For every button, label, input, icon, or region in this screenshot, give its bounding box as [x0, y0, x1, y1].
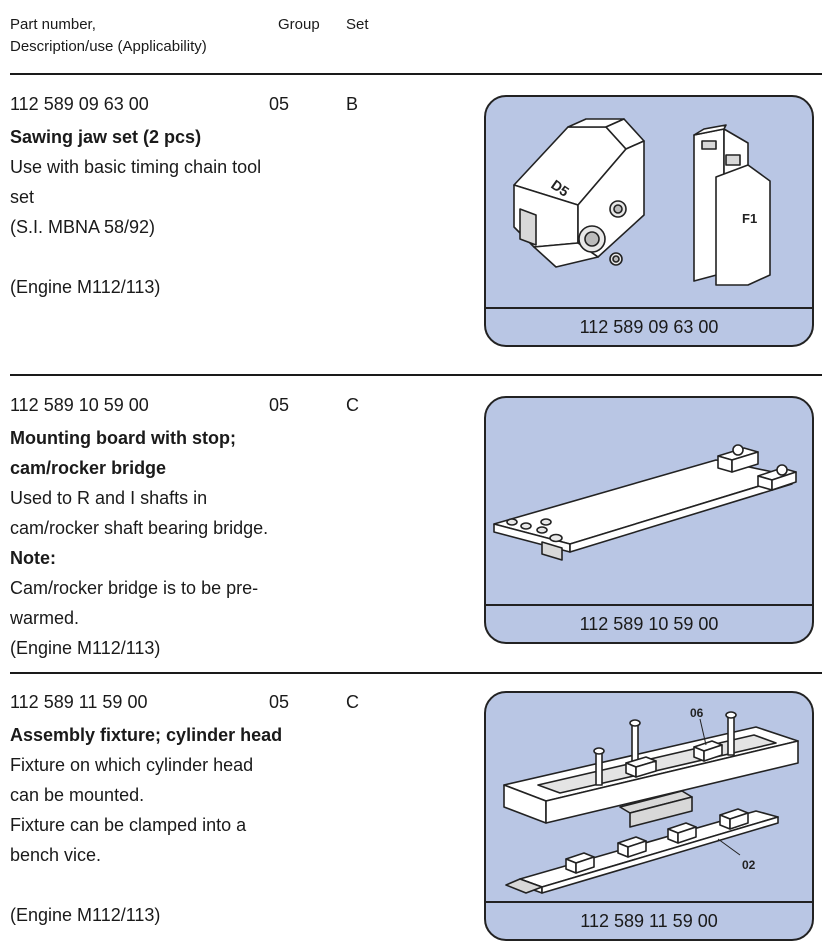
description: Mounting board with stop; cam/rocker bri… [10, 423, 340, 663]
tool-title: Assembly fixture; cylinder head [10, 725, 283, 745]
tool-title: Sawing jaw set (2 pcs) [10, 127, 202, 147]
tool-entry: 112 589 11 59 00 05 C Assembly fixture; … [10, 690, 822, 940]
header-group: Group [278, 16, 320, 33]
applicability: (Engine M112/113) [10, 277, 161, 297]
group-code: 05 [269, 94, 290, 114]
header-set: Set [346, 16, 369, 33]
divider [10, 672, 822, 674]
tool-entry: 112 589 10 59 00 05 C Mounting board wit… [10, 393, 822, 663]
set-code: C [346, 692, 359, 712]
header-desc-line1: Part number, [10, 16, 96, 33]
figure-caption: 112 589 11 59 00 [486, 901, 812, 939]
set-code: C [346, 395, 359, 415]
set-code: B [346, 94, 359, 114]
description: Sawing jaw set (2 pcs) Use with basic ti… [10, 122, 340, 302]
figure-caption: 112 589 09 63 00 [486, 307, 812, 345]
description-line: set [10, 187, 35, 207]
sawing-jaw-illustration: D5 F1 [513, 118, 771, 286]
description-line: Fixture can be clamped into a [10, 815, 247, 835]
note-label: Note: [10, 548, 56, 568]
tool-title: cam/rocker bridge [10, 458, 167, 478]
group-code: 05 [269, 692, 290, 712]
part-label-06: 06 [690, 706, 704, 720]
description: Assembly fixture; cylinder head Fixture … [10, 720, 340, 930]
description-line: Use with basic timing chain tool [10, 157, 262, 177]
mounting-board-illustration [493, 444, 797, 561]
tool-entry: 112 589 09 63 00 05 B Sawing jaw set (2 … [10, 92, 822, 372]
description-line: Fixture on which cylinder head [10, 755, 254, 775]
part-number: 112 589 11 59 00 [10, 692, 148, 712]
assembly-fixture-illustration: 06 02 [503, 706, 799, 894]
description-line: Used to R and I shafts in [10, 488, 208, 508]
column-header: Part number, Description/use (Applicabil… [10, 14, 822, 74]
figure-caption: 112 589 10 59 00 [486, 604, 812, 642]
divider [10, 73, 822, 75]
description-line: bench vice. [10, 845, 102, 865]
tool-title: Mounting board with stop; [10, 428, 236, 448]
header-desc-line2: Description/use (Applicability) [10, 38, 207, 55]
note-line: warmed. [10, 608, 80, 628]
part-number: 112 589 10 59 00 [10, 395, 149, 415]
divider [10, 374, 822, 376]
note-line: Cam/rocker bridge is to be pre- [10, 578, 259, 598]
part-number: 112 589 09 63 00 [10, 94, 149, 114]
description-line: cam/rocker shaft bearing bridge. [10, 518, 269, 538]
part-label-02: 02 [742, 858, 756, 872]
applicability: (Engine M112/113) [10, 905, 161, 925]
jaw-label-f1: F1 [742, 211, 757, 226]
header-description: Part number, Description/use (Applicabil… [10, 14, 207, 58]
group-code: 05 [269, 395, 290, 415]
tool-figure: 112 589 10 59 00 [484, 396, 814, 644]
description-line: can be mounted. [10, 785, 145, 805]
applicability: (Engine M112/113) [10, 638, 161, 658]
tool-figure: 06 02 112 589 11 59 00 [484, 691, 814, 941]
tool-figure: D5 F1 112 589 09 63 00 [484, 95, 814, 347]
description-line: (S.I. MBNA 58/92) [10, 217, 156, 237]
